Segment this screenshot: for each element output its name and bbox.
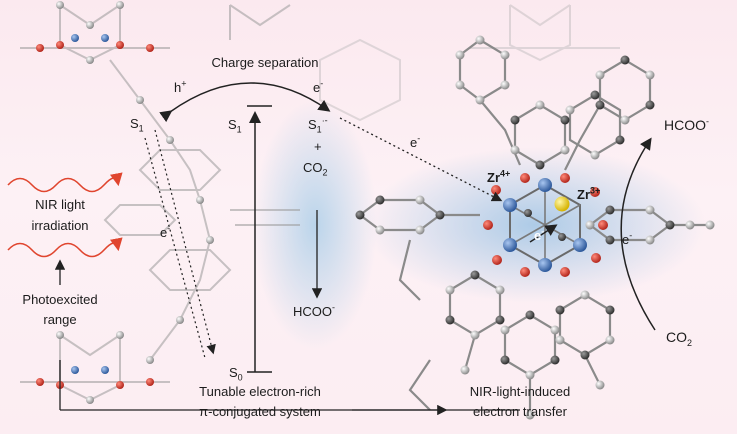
s1-left-label: S1	[130, 116, 144, 134]
nir-induced-label-line2: electron transfer	[473, 404, 567, 419]
zr3-atom	[554, 196, 570, 212]
hole-label: h+	[174, 78, 187, 95]
left-framework-atoms	[36, 1, 214, 404]
plus-label: +	[314, 139, 322, 154]
charge-separation-label: Charge separation	[211, 55, 319, 70]
right-framework-atoms	[355, 35, 715, 420]
s1-to-s0-dotted-arrow-b	[144, 137, 206, 359]
co2-middle-label: CO2	[303, 160, 328, 178]
s0-label: S0	[229, 365, 243, 383]
s1-middle-label: S1	[228, 117, 242, 135]
tunable-label-line1: Tunable electron-rich	[199, 384, 321, 399]
s1-to-s0-dotted-arrow-a	[154, 129, 216, 355]
nir-induced-label-line1: NIR-light-induced	[469, 384, 571, 399]
photoexcited-label: Photoexcited	[22, 292, 98, 307]
hcoo-middle-label: HCOO-	[293, 302, 335, 319]
tunable-label-line2: π-conjugated system	[199, 404, 321, 419]
electron-label-cluster: e-	[534, 226, 545, 243]
nir-light-label: NIR light	[35, 197, 85, 212]
co2-to-hcoo-arrow-right	[620, 137, 656, 331]
glow-right	[365, 147, 705, 303]
electron-label-left: e-	[160, 223, 171, 240]
zr3-label: Zr3+	[577, 185, 601, 202]
electron-label-diagonal: e-	[410, 133, 421, 150]
glow-middle	[253, 100, 377, 350]
s1-anion-label: S1·-	[308, 115, 328, 135]
co2-right-label: CO2	[666, 329, 693, 348]
hcoo-right-label: HCOO-	[664, 116, 709, 133]
range-label: range	[43, 312, 77, 327]
electron-label-right: e-	[622, 230, 633, 247]
nir-wave-bottom	[7, 237, 123, 258]
top-framework	[319, 4, 620, 122]
electron-label-top: e-	[313, 78, 324, 95]
zr4-label: Zr4+	[487, 168, 511, 185]
charge-separation-arrow	[159, 82, 331, 123]
irradiation-label: irradiation	[31, 218, 89, 233]
nir-wave-top	[7, 172, 123, 193]
cluster-electron-arrow	[529, 224, 558, 243]
